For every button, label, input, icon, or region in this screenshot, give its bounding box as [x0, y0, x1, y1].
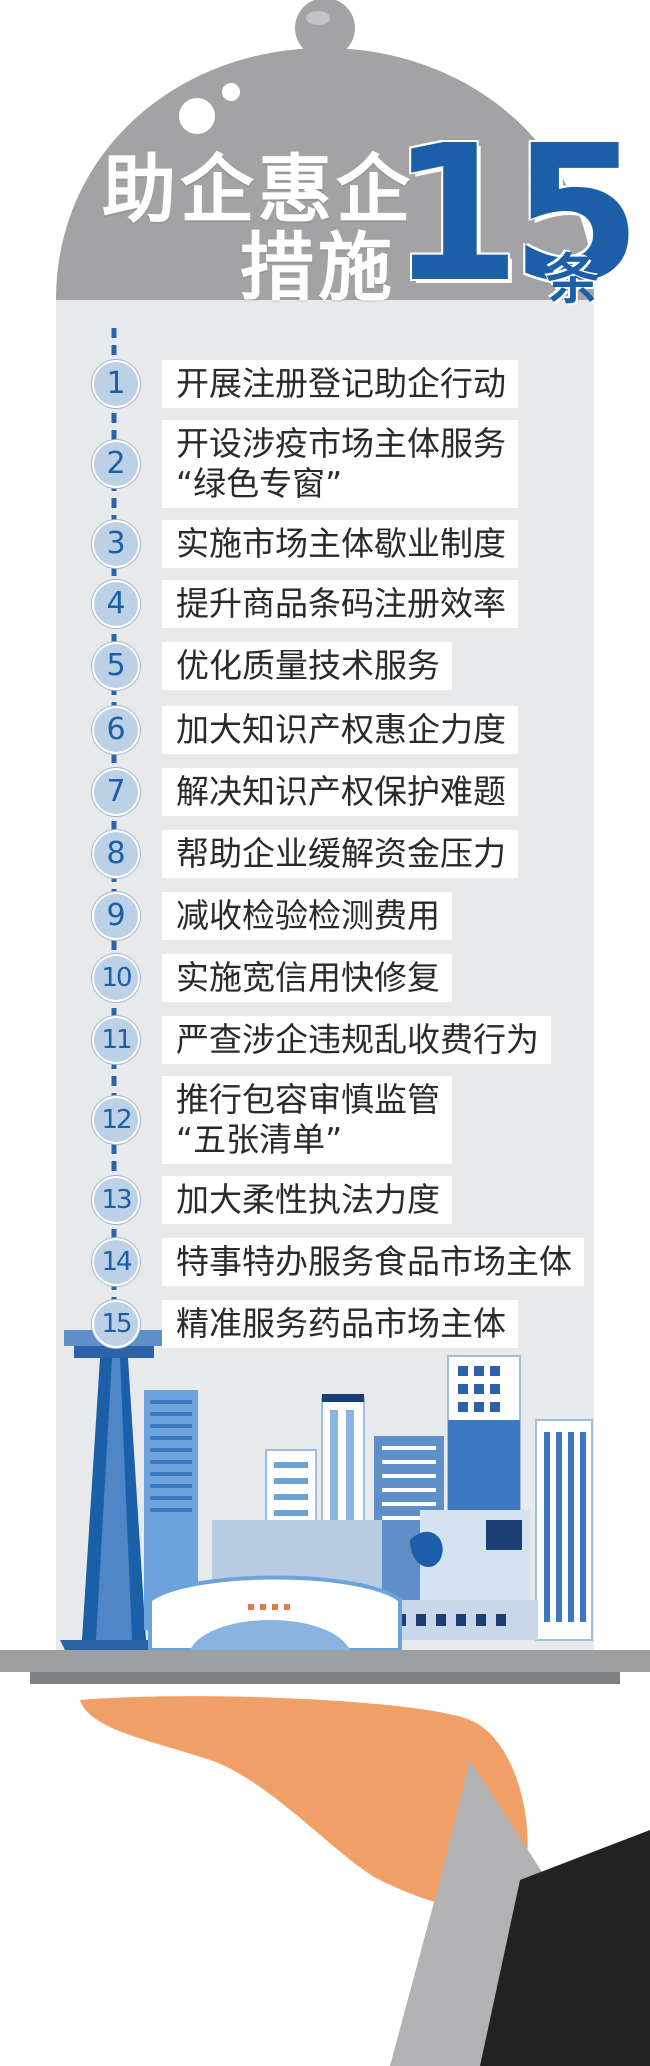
measure-text: “绿色专窗”	[176, 464, 343, 503]
measure-text-box: 帮助企业缓解资金压力	[162, 830, 518, 878]
measure-text-box: 解决知识产权保护难题	[162, 768, 518, 816]
measure-text: 实施宽信用快修复	[176, 958, 440, 997]
serving-hand-icon	[80, 1696, 650, 2066]
measure-number: 6	[92, 706, 140, 754]
measure-text: “五张清单”	[176, 1120, 343, 1159]
measure-text-box: 开展注册登记助企行动	[162, 360, 518, 408]
measure-number: 15	[92, 1300, 140, 1348]
measure-text-box: 实施宽信用快修复	[162, 954, 452, 1002]
measure-number: 10	[92, 954, 140, 1002]
measure-text: 优化质量技术服务	[176, 646, 440, 685]
measure-text: 加大知识产权惠企力度	[176, 710, 506, 749]
tv-tower-icon	[60, 1300, 170, 1660]
measure-text-box: 加大柔性执法力度	[162, 1176, 452, 1224]
measure-text: 解决知识产权保护难题	[176, 772, 506, 811]
title-unit: 条	[546, 248, 600, 311]
title-line-1: 助企惠企	[102, 147, 414, 233]
measure-text-box: 精准服务药品市场主体	[162, 1300, 518, 1348]
measure-text: 推行包容审慎监管	[176, 1080, 440, 1119]
measure-text-box: 提升商品条码注册效率	[162, 580, 518, 628]
measure-text-box: 严查涉企违规乱收费行为	[162, 1016, 551, 1064]
measure-text-box: 优化质量技术服务	[162, 642, 452, 690]
measure-text-box: 减收检验检测费用	[162, 892, 452, 940]
cloche-knob-icon	[295, 0, 355, 58]
measure-text: 帮助企业缓解资金压力	[176, 834, 506, 873]
measure-text: 实施市场主体歇业制度	[176, 524, 506, 563]
measure-text: 加大柔性执法力度	[176, 1180, 440, 1219]
measure-number: 3	[92, 520, 140, 568]
dome-highlight-large	[179, 98, 215, 134]
city-skyline-icon	[144, 1355, 593, 1652]
measure-number: 14	[92, 1238, 140, 1286]
measure-text: 减收检验检测费用	[176, 896, 440, 935]
measure-text: 开设涉疫市场主体服务	[176, 424, 506, 463]
measure-number: 9	[92, 892, 140, 940]
measure-text-box: 推行包容审慎监管“五张清单”	[162, 1076, 452, 1164]
measure-number: 11	[92, 1016, 140, 1064]
measure-text: 开展注册登记助企行动	[176, 364, 506, 403]
measure-text: 严查涉企违规乱收费行为	[176, 1020, 539, 1059]
measure-text-box: 开设涉疫市场主体服务“绿色专窗”	[162, 420, 518, 508]
measure-number: 7	[92, 768, 140, 816]
measure-number: 5	[92, 642, 140, 690]
measure-text-box: 实施市场主体歇业制度	[162, 520, 518, 568]
title-line-2: 措施	[240, 225, 396, 311]
measure-number: 1	[92, 360, 140, 408]
measure-number: 4	[92, 580, 140, 628]
measure-text: 特事特办服务食品市场主体	[176, 1242, 572, 1281]
measure-text-box: 加大知识产权惠企力度	[162, 706, 518, 754]
measure-text-box: 特事特办服务食品市场主体	[162, 1238, 584, 1286]
serving-tray	[0, 1650, 650, 1672]
measure-number: 12	[92, 1096, 140, 1144]
measure-text: 提升商品条码注册效率	[176, 584, 506, 623]
measure-number: 2	[92, 440, 140, 488]
measure-text: 精准服务药品市场主体	[176, 1304, 506, 1343]
measure-number: 13	[92, 1176, 140, 1224]
measure-number: 8	[92, 830, 140, 878]
dome-highlight-small	[222, 83, 240, 101]
title-number: 15	[390, 105, 642, 324]
